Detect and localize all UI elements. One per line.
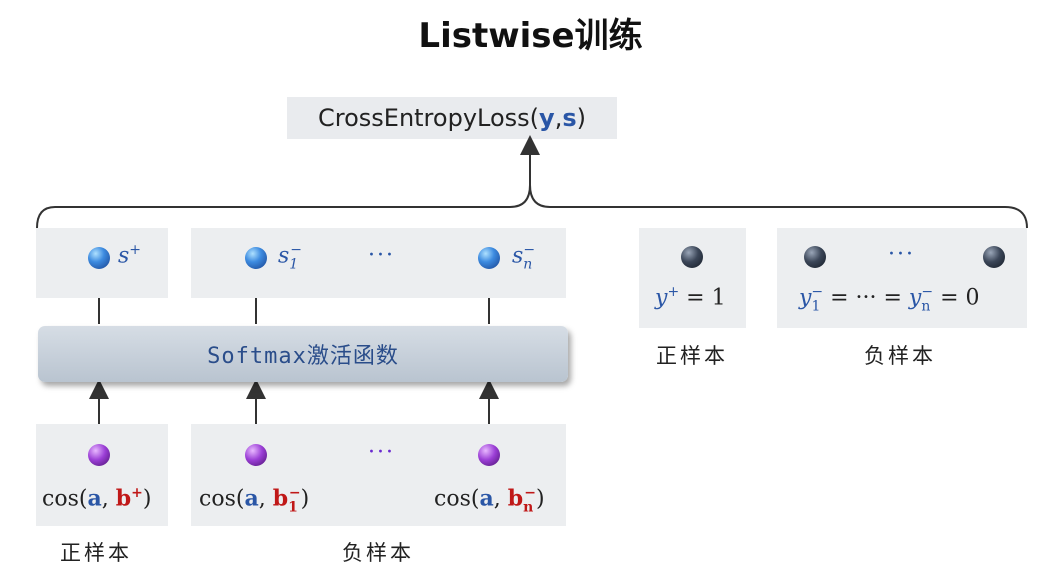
loss-y: y: [539, 104, 555, 132]
label-negative-sample-bottom: 负样本: [342, 541, 414, 565]
loss-func: CrossEntropyLoss(: [317, 104, 540, 132]
target-negative-values: y1− = ··· = yn− = 0: [799, 284, 980, 315]
target-positive-value: y+ = 1: [655, 284, 726, 311]
input-ball-negn: [478, 444, 500, 466]
score-negn: sn−: [512, 242, 536, 273]
softmax-activation-bar: Softmax激活函数: [38, 326, 568, 382]
score-positive: s+: [118, 242, 142, 269]
target-ball-neg1: [804, 246, 826, 268]
target-panel-negative: [777, 228, 1027, 328]
cos-negn: cos(a, bn−): [434, 485, 545, 516]
input-ball-positive: [88, 444, 110, 466]
input-ball-neg1: [245, 444, 267, 466]
target-ellipsis: ···: [888, 242, 915, 267]
score-ellipsis: ···: [368, 243, 395, 268]
score-ball-positive: [88, 247, 110, 269]
target-ball-negn: [983, 246, 1005, 268]
cross-entropy-loss-box: CrossEntropyLoss(y, s): [287, 97, 617, 139]
loss-comma: ,: [554, 104, 563, 132]
score-ball-negn: [478, 247, 500, 269]
target-ball-positive: [681, 246, 703, 268]
cos-positive: cos(a, b+): [42, 485, 152, 512]
cos-neg1: cos(a, b1−): [199, 485, 310, 516]
target-panel-positive: [639, 228, 746, 328]
loss-s: s: [562, 104, 577, 132]
score-neg1: s1−: [278, 242, 302, 273]
input-ellipsis: ···: [368, 440, 395, 465]
curly-brace: [36, 184, 1028, 229]
input-panel-negative: [191, 424, 566, 526]
label-positive-sample-right: 正样本: [656, 344, 728, 368]
input-panel-positive: [36, 424, 168, 526]
loss-close: ): [576, 104, 586, 132]
page-title: Listwise训练: [418, 16, 643, 56]
label-negative-sample-right: 负样本: [864, 344, 936, 368]
label-positive-sample-bottom: 正样本: [60, 541, 132, 565]
score-ball-neg1: [245, 247, 267, 269]
